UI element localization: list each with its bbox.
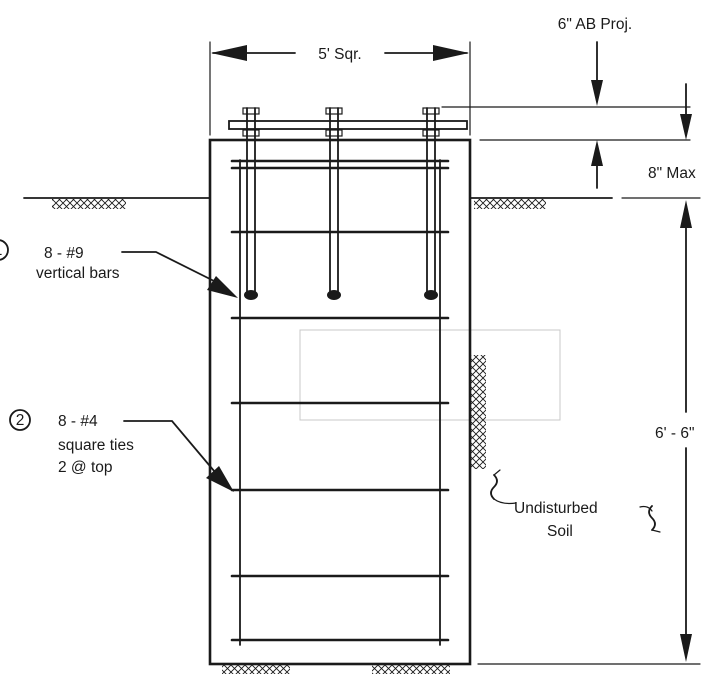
concrete-pier bbox=[208, 138, 472, 666]
callout-2-marker: 2 bbox=[16, 412, 25, 429]
width-dimension-label: 5' Sqr. bbox=[318, 46, 361, 63]
ab-projection-dimension: 6" AB Proj. bbox=[441, 16, 692, 140]
callout-square-ties: 2 8 - #4 square ties 2 @ top bbox=[9, 409, 234, 492]
callout-1-line2: vertical bars bbox=[36, 265, 120, 282]
undisturbed-soil-note: Undisturbed Soil bbox=[490, 469, 661, 540]
max-height-dimension: 8" Max bbox=[479, 139, 701, 199]
anchor-bolts bbox=[242, 107, 440, 300]
undisturbed-line2: Soil bbox=[547, 523, 573, 540]
callout-2-line1: 8 - #4 bbox=[58, 413, 98, 430]
ab-projection-label: 6" AB Proj. bbox=[558, 16, 632, 33]
undisturbed-line1: Undisturbed bbox=[514, 500, 598, 517]
callout-1-line1: 8 - #9 bbox=[44, 245, 84, 262]
width-dimension: 5' Sqr. bbox=[209, 41, 471, 136]
anchor-bolt-left bbox=[242, 107, 260, 300]
anchor-bolt-right bbox=[422, 107, 440, 300]
anchor-bolt-center bbox=[325, 107, 343, 300]
soil-hatching bbox=[52, 199, 546, 674]
ghost-outline bbox=[299, 329, 561, 421]
square-ties bbox=[230, 159, 450, 642]
callout-1-marker: 1 bbox=[0, 242, 2, 259]
max-height-label: 8" Max bbox=[648, 165, 696, 182]
depth-dimension: 6' - 6" bbox=[477, 200, 701, 665]
callout-2-line3: 2 @ top bbox=[58, 459, 113, 476]
callout-vertical-bars: 1 8 - #9 vertical bars bbox=[0, 239, 238, 298]
depth-label: 6' - 6" bbox=[655, 425, 694, 442]
base-plate bbox=[228, 120, 468, 130]
callout-2-line2: square ties bbox=[58, 437, 134, 454]
